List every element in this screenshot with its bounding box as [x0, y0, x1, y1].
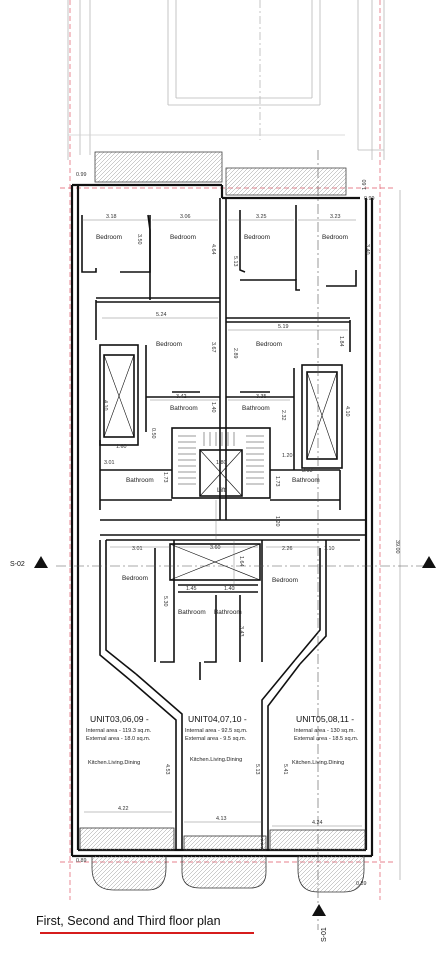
dim-label: 3.42: [176, 394, 187, 400]
unit-rooms: Kitchen.Living.Dining: [88, 760, 140, 766]
room-bedroom-top-right-1: Bedroom: [244, 234, 270, 241]
dim-label: 5.13: [232, 256, 238, 267]
dim-label: 0.99: [76, 172, 87, 178]
dim-label: 0.89: [76, 858, 87, 864]
dim-label: 1.40: [224, 586, 235, 592]
dim-label: 3.35: [256, 394, 267, 400]
dim-label: 39.00: [394, 540, 400, 554]
interior-walls: [77, 198, 366, 850]
dim-label: 3.01: [132, 546, 143, 552]
dim-label: 0.89: [356, 881, 367, 887]
dimension-lines: [82, 190, 401, 880]
room-bedroom-lower-right: Bedroom: [272, 577, 298, 584]
room-bedroom-mid-left: Bedroom: [156, 341, 182, 348]
room-bedroom-top-left: Bedroom: [96, 234, 122, 241]
dim-label: 1.20: [274, 516, 280, 527]
dim-label: 1.45: [186, 586, 197, 592]
unit-label-3: UNIT05,08,11 - Internal area - 130 sq.m.…: [292, 714, 359, 766]
dim-label: 1.80: [216, 460, 227, 466]
room-lift: Lift: [217, 487, 226, 494]
dim-label: 4.13: [216, 816, 227, 822]
bottom-balconies: [79, 827, 366, 893]
room-bathroom-right-1: Bathroom: [242, 405, 270, 412]
dim-label: 3.03: [302, 468, 313, 474]
site-boundary: [60, 0, 395, 900]
unit-internal-area: Internal area - 130 sq.m.: [294, 728, 355, 734]
dim-label: 0.99: [364, 196, 375, 202]
dim-label: 4.10: [102, 400, 108, 411]
room-bathroom-left-1: Bathroom: [170, 405, 198, 412]
dim-label: 5.41: [282, 764, 288, 775]
dim-label: 3.50: [136, 234, 142, 245]
unit-title: UNIT05,08,11 -: [296, 714, 354, 724]
dimension-labels: 0.99 1.60 0.99 3.18 3.06 3.25 3.23 3.50 …: [76, 172, 400, 887]
dim-label: 1.20: [282, 453, 293, 459]
section-lines: [56, 150, 424, 930]
unit-label-1: UNIT03,06,09 - Internal area - 119.3 sq.…: [86, 714, 152, 766]
dim-label: 3.18: [106, 214, 117, 220]
unit-title: UNIT04,07,10 -: [188, 714, 247, 724]
unit-title: UNIT03,06,09 -: [90, 714, 149, 724]
room-bedroom-mid-right: Bedroom: [256, 341, 282, 348]
dim-label: 1.10: [324, 546, 335, 552]
dim-label: 1.73: [162, 472, 168, 483]
dim-label: 5.13: [254, 764, 260, 775]
unit-internal-area: Internal area - 92.5 sq.m.: [185, 728, 248, 734]
dim-label: 4.64: [210, 244, 216, 255]
dim-label: 2.89: [232, 348, 238, 359]
unit-label-2: UNIT04,07,10 - Internal area - 92.5 sq.m…: [185, 714, 248, 763]
dim-label: 0.50: [150, 428, 156, 439]
dim-label: 4.24: [312, 820, 323, 826]
section-marker-left: S-02: [10, 561, 25, 568]
dim-label: 1.60: [362, 180, 368, 191]
room-bathroom-right-2: Bathroom: [292, 477, 320, 484]
room-bathroom-left-2: Bathroom: [126, 477, 154, 484]
dim-label: 1.60: [116, 444, 127, 450]
dim-label: 1.84: [338, 336, 344, 347]
dim-label: 1.73: [274, 476, 280, 487]
staircase: [178, 432, 264, 485]
dim-label: 3.01: [104, 460, 115, 466]
dim-label: 5.24: [156, 312, 167, 318]
unit-external-area: External area - 9.5 sq.m.: [185, 736, 247, 742]
dim-label: 3.25: [256, 214, 267, 220]
unit-rooms: Kitchen.Living.Dining: [190, 757, 242, 763]
section-arrow-right-icon: [422, 556, 436, 568]
section-arrow-bottom-icon: [312, 904, 326, 916]
dim-label: 4.53: [164, 764, 170, 775]
unit-external-area: External area - 18.0 sq.m.: [86, 736, 151, 742]
room-bathroom-center-1: Bathroom: [178, 609, 206, 616]
section-arrow-left-icon: [34, 556, 48, 568]
dim-label: 2.32: [280, 410, 286, 421]
dim-label: 3.60: [210, 545, 221, 551]
dim-label: 3.40: [364, 244, 370, 255]
plan-caption: First, Second and Third floor plan: [36, 914, 221, 928]
room-bedroom-top-right-2: Bedroom: [322, 234, 348, 241]
unit-internal-area: Internal area - 119.3 sq.m.: [86, 728, 152, 734]
room-labels: Bedroom Bedroom Bedroom Bedroom Bedroom …: [96, 234, 348, 616]
dim-label: 1.40: [210, 402, 216, 413]
dim-label: 5.19: [278, 324, 289, 330]
dim-label: 2.26: [282, 546, 293, 552]
dim-label: 3.06: [180, 214, 191, 220]
room-bathroom-center-2: Bathroom: [214, 609, 242, 616]
room-bedroom-lower-left: Bedroom: [122, 575, 148, 582]
dim-label: 3.43: [238, 626, 244, 637]
dim-label: 1.64: [238, 556, 244, 567]
dim-label: 3.23: [330, 214, 341, 220]
section-marker-bottom: S-01: [321, 927, 328, 942]
dim-label: 3.67: [210, 342, 216, 353]
top-balconies: [94, 151, 347, 196]
unit-external-area: External area - 18.5 sq.m.: [294, 736, 359, 742]
dim-label: 4.10: [344, 406, 350, 417]
dim-label: 5.30: [162, 596, 168, 607]
room-bedroom-top-center: Bedroom: [170, 234, 196, 241]
site-context: [67, 0, 385, 160]
dim-label: 4.22: [118, 806, 129, 812]
unit-rooms: Kitchen.Living.Dining: [292, 760, 344, 766]
